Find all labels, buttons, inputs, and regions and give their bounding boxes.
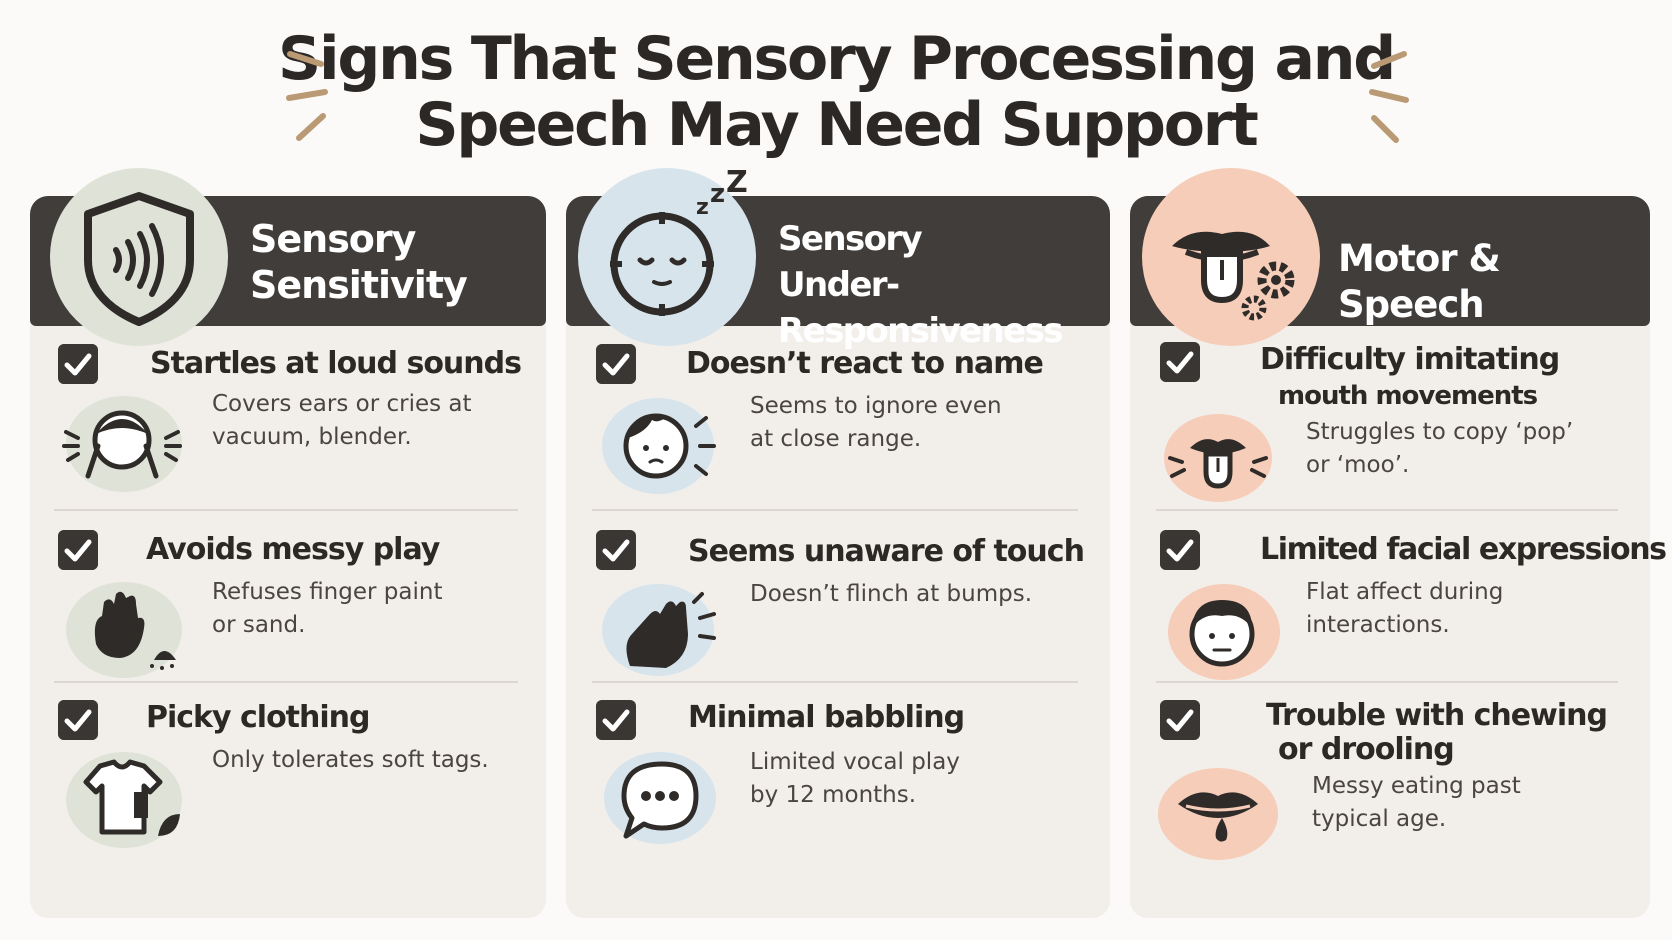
child-face-icon <box>602 398 716 494</box>
item-title: Picky clothing <box>146 700 370 735</box>
item-title-continued: or drooling <box>1278 732 1455 767</box>
sleepy-face-icon: z z Z <box>610 165 748 316</box>
header-icon-circle: z z Z <box>578 165 756 346</box>
messy-hand-icon <box>66 582 182 678</box>
tshirt-tag-icon <box>66 752 182 848</box>
divider <box>54 681 518 683</box>
card-sensory-under-responsiveness: z z Z Sensory Under-Responsiveness Doesn… <box>566 165 1110 918</box>
left-sparkle-icon <box>286 51 328 141</box>
card-sensory-sensitivity: Sensory Sensitivity Startles at loud sou… <box>30 168 546 918</box>
item-description: Limited vocal play by 12 months. <box>750 749 960 808</box>
divider <box>54 509 518 511</box>
checkbox-checked[interactable] <box>1160 342 1200 382</box>
header-title: Sensory Sensitivity <box>250 217 468 307</box>
flat-face-icon <box>1168 584 1280 680</box>
page-title: Signs That Sensory Processing and Speech… <box>0 26 1672 158</box>
header-icon-circle <box>1142 168 1320 346</box>
item-title: Difficulty imitating <box>1260 342 1560 377</box>
item-description: Seems to ignore even at close range. <box>750 393 1002 452</box>
svg-text:z: z <box>710 179 725 209</box>
item-title: Minimal babbling <box>688 700 965 735</box>
checkbox-checked[interactable] <box>596 530 636 570</box>
item-title: Limited facial expressions <box>1260 532 1667 567</box>
svg-text:Z: Z <box>726 168 748 200</box>
header-title: Sensory Under-Responsiveness <box>778 219 1063 351</box>
item-description: Refuses finger paint or sand. <box>212 579 443 638</box>
divider <box>592 681 1078 683</box>
item-title: Avoids messy play <box>146 532 440 567</box>
checkbox-checked[interactable] <box>1160 700 1200 740</box>
mouth-gears-icon <box>1172 231 1295 321</box>
child-covering-ears-icon <box>62 396 182 492</box>
shield-sound-icon <box>84 192 194 326</box>
checkbox-checked[interactable] <box>58 530 98 570</box>
item-title: Seems unaware of touch <box>688 534 1085 569</box>
speech-bubble-icon <box>604 752 716 844</box>
item-description: Covers ears or cries at vacuum, blender. <box>212 391 472 450</box>
item-description: Struggles to copy ‘pop’ or ‘moo’. <box>1306 419 1574 478</box>
title-line-1: Signs That Sensory Processing and <box>277 24 1396 94</box>
drooling-mouth-icon <box>1158 768 1278 860</box>
title-line-2: Speech May Need Support <box>415 90 1258 160</box>
hand-touch-icon <box>602 584 716 676</box>
item-title: Startles at loud sounds <box>150 346 522 381</box>
header-title: Motor & Speech <box>1338 237 1501 326</box>
item-title: Doesn’t react to name <box>686 346 1044 381</box>
divider <box>1156 509 1618 511</box>
checkbox-checked[interactable] <box>58 344 98 384</box>
divider <box>592 509 1078 511</box>
checkbox-checked[interactable] <box>1160 530 1200 570</box>
item-description: Messy eating past typical age. <box>1312 773 1521 832</box>
checkbox-checked[interactable] <box>596 700 636 740</box>
card-motor-speech: Motor & Speech Difficulty imitating mout… <box>1130 168 1667 918</box>
divider <box>1156 681 1618 683</box>
checkbox-checked[interactable] <box>596 344 636 384</box>
svg-text:z: z <box>696 195 709 220</box>
item-title: Trouble with chewing <box>1266 698 1608 733</box>
checkbox-checked[interactable] <box>58 700 98 740</box>
header-icon-circle <box>50 168 228 346</box>
tongue-mouth-icon <box>1164 414 1272 502</box>
right-sparkle-icon <box>1369 51 1409 143</box>
item-title-continued: mouth movements <box>1278 381 1538 411</box>
item-description: Only tolerates soft tags. <box>212 747 489 773</box>
item-description: Doesn’t flinch at bumps. <box>750 581 1033 607</box>
item-description: Flat affect during interactions. <box>1306 579 1504 638</box>
